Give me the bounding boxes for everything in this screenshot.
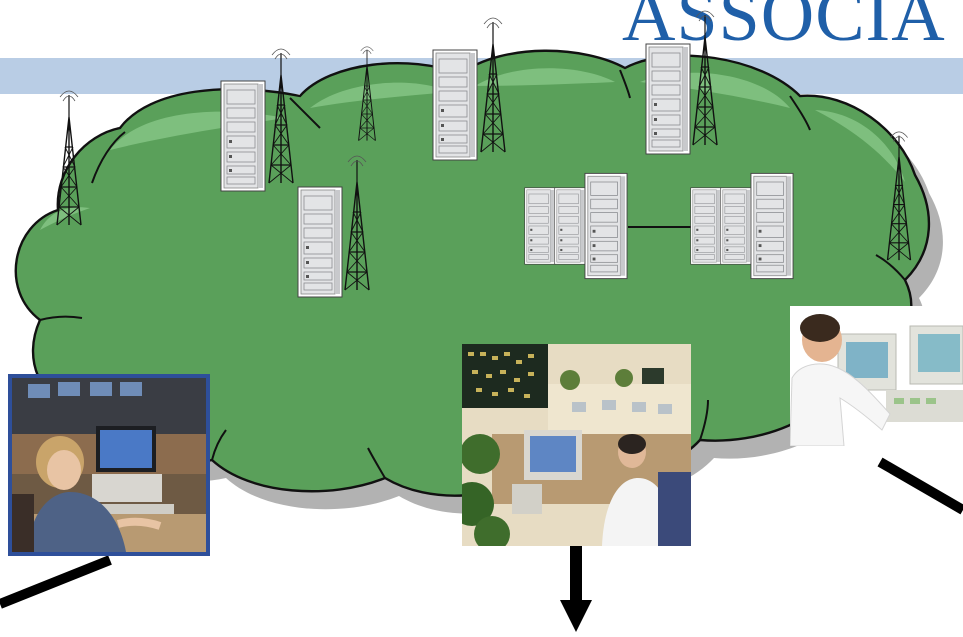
equipment-rack-icon [220,80,266,192]
equipment-rack-icon [297,186,343,298]
left-connector-line [0,555,112,609]
equipment-rack-icon [750,172,794,280]
equipment-rack-icon [720,187,752,265]
operator-photo-right [790,306,963,446]
equipment-rack-icon [554,187,586,265]
control-room-photo [462,344,691,546]
equipment-rack-icon [645,43,691,155]
dispatcher-photo-left [8,374,210,556]
down-arrow-icon [560,540,592,632]
equipment-rack-icon [584,172,628,280]
equipment-rack-icon [690,187,722,265]
right-connector-line [877,457,963,515]
equipment-rack-icon [524,187,556,265]
equipment-rack-icon [432,49,478,161]
